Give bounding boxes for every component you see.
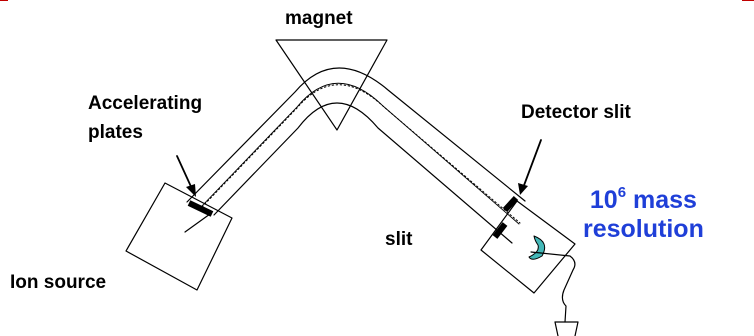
resolution-line1: 106 mass <box>583 184 704 215</box>
detector-collector-icon <box>528 235 546 260</box>
accelerating-plates-label-line2: plates <box>88 122 143 143</box>
magnet-label: magnet <box>285 8 353 29</box>
detector-slit-plate <box>502 195 519 213</box>
resolution-base: 10 <box>589 186 618 214</box>
accelerating-plates-label-line1: Accelerating <box>88 93 203 114</box>
detector-box <box>480 200 576 294</box>
detector-wire <box>530 251 576 323</box>
detector-slit-label: Detector slit <box>521 102 631 123</box>
ion-trajectory <box>201 84 521 224</box>
resolution-word-resolution: resolution <box>583 214 704 243</box>
title-fragment-left <box>0 0 8 1</box>
flight-tube-inner-wall <box>213 102 513 244</box>
output-meter <box>554 321 579 336</box>
exit-slit-plate <box>492 222 508 239</box>
resolution-line2: resolution <box>583 215 704 244</box>
magnet-shape <box>275 39 388 131</box>
ion-source-box <box>125 182 233 291</box>
accelerating-plates-arrow <box>176 155 194 192</box>
title-fragment-right <box>742 0 754 1</box>
flight-tube-guide-line <box>199 82 520 225</box>
detector-slit-arrowhead <box>518 183 528 195</box>
resolution-annotation: 106 mass resolution <box>583 184 704 244</box>
slit-label: slit <box>385 229 413 250</box>
accelerating-plate <box>187 200 214 217</box>
ion-source-emitter <box>184 213 211 233</box>
flight-tube-outer-wall <box>186 67 526 203</box>
detector-slit-arrow <box>522 139 542 189</box>
resolution-exponent: 6 <box>617 184 627 201</box>
resolution-word-mass: mass <box>633 186 697 214</box>
accelerating-plates-arrowhead <box>186 184 196 197</box>
ion-source-label: Ion source <box>10 272 107 293</box>
